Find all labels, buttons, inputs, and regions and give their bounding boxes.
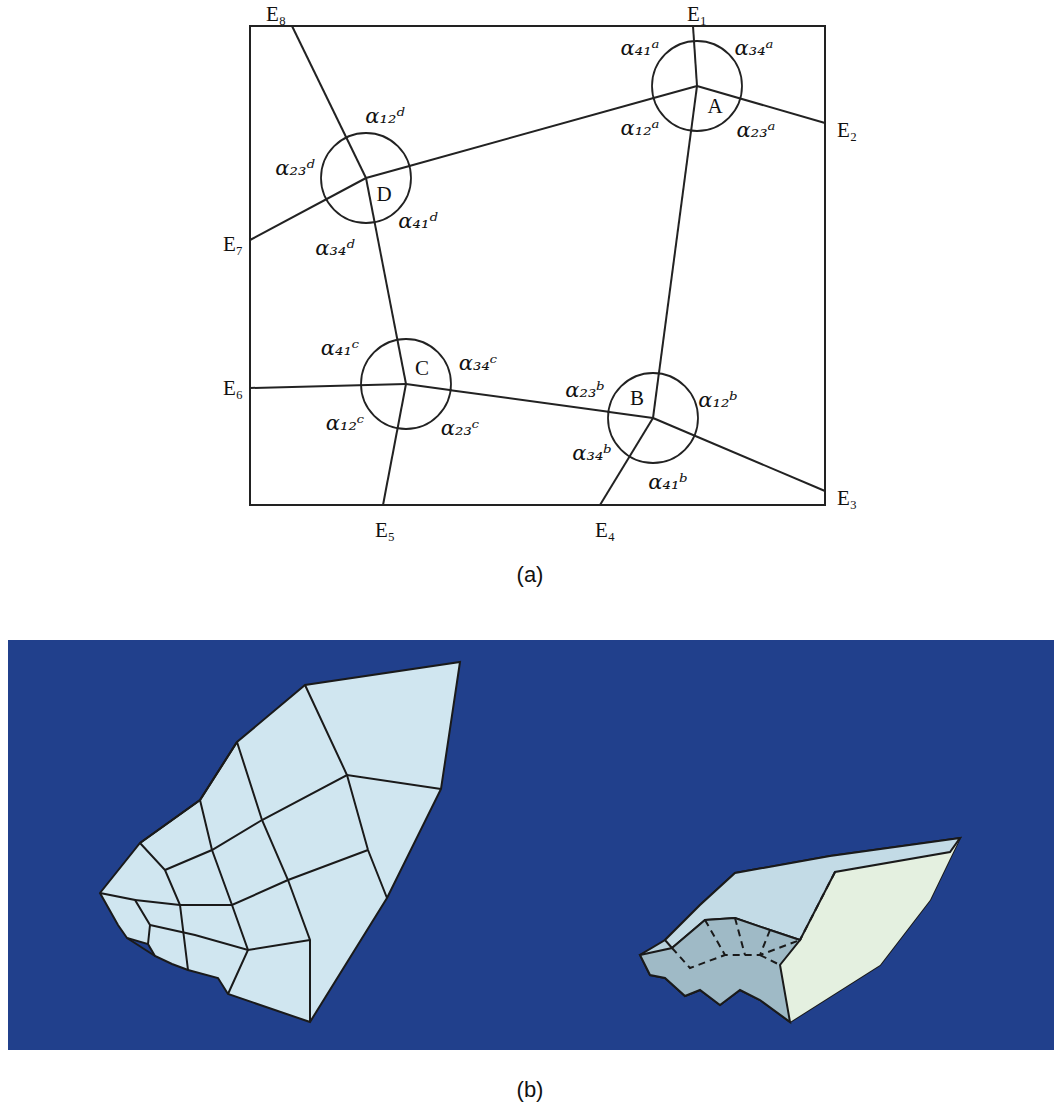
angle-label: α₄₁ᵈ [398,211,437,232]
angle-label: α₁₂ᵇ [698,390,737,411]
crease-line [693,26,697,86]
vertex-label: C [415,358,429,379]
crease-line [697,86,825,123]
edge-end-label: E₂ [837,120,857,141]
angle-label: α₃₄ᵇ [572,443,611,464]
photo-panel [8,640,1054,1050]
edge-end-label: E₆ [223,378,243,399]
flat-creases [100,685,441,1022]
angle-label: α₂₃ᵃ [737,120,776,141]
vertex-outline [360,338,452,430]
crease-stub [366,166,410,178]
angle-label: α₂₃ᶜ [441,418,479,439]
crease-line [292,26,366,178]
flat-paper [100,662,460,1022]
crease-stub [653,86,697,98]
crease-line [250,178,366,240]
edge-end-label: E₈ [266,4,286,25]
crease-stub [607,412,653,418]
vertex-outline [320,132,412,224]
vertex-outline [651,40,743,132]
angle-label: α₃₄ᵃ [735,38,774,59]
angle-label: α₁₂ᶜ [326,413,364,434]
crease-stub [397,339,406,384]
edge-end-label: E₅ [375,520,395,541]
angle-label: α₂₃ᵇ [565,380,604,401]
angle-label: α₄₁ᵇ [648,472,687,493]
crease-stub [653,372,659,418]
angle-label: α₄₁ᶜ [321,338,359,359]
vertex-outline [607,372,699,464]
vertex-label: D [376,184,391,205]
folded-lower-band [640,918,800,1022]
paper-border [250,26,825,505]
crease-stub [366,178,375,223]
vertex-label: A [707,96,722,117]
folded-valley-lines [672,872,835,968]
angle-label: α₂₃ᵈ [275,158,314,179]
angle-label: α₁₂ᵃ [621,118,660,139]
vertex-circle: B [607,372,699,464]
crease-connector [659,131,691,374]
angle-label: α₃₄ᶜ [459,353,497,374]
vertex-circle: C [360,338,452,430]
vertex-circle: D [320,132,412,224]
edge-end-label: E₁ [687,4,707,25]
crease-stub [691,86,697,132]
photo-background [8,640,1054,1050]
edge-end-label: E₇ [223,234,243,255]
crease-connector [375,222,398,340]
angle-label: α₁₂ᵈ [365,106,404,127]
angle-label: α₄₁ᵃ [621,38,660,59]
crease-connector [409,98,653,166]
crease-line [250,384,406,388]
angle-label: α₃₄ᵈ [315,238,354,259]
crease-line [383,384,406,505]
edge-end-label: E₄ [595,520,615,541]
vertex-label: B [630,388,644,409]
edge-end-label: E₃ [837,488,857,509]
folded-paper [640,838,960,1022]
crease-pattern [250,26,825,505]
crease-stub [406,384,452,390]
panel-label: (a) [517,564,544,586]
vertex-circle: A [651,40,743,132]
panel-label: (b) [517,1079,544,1101]
